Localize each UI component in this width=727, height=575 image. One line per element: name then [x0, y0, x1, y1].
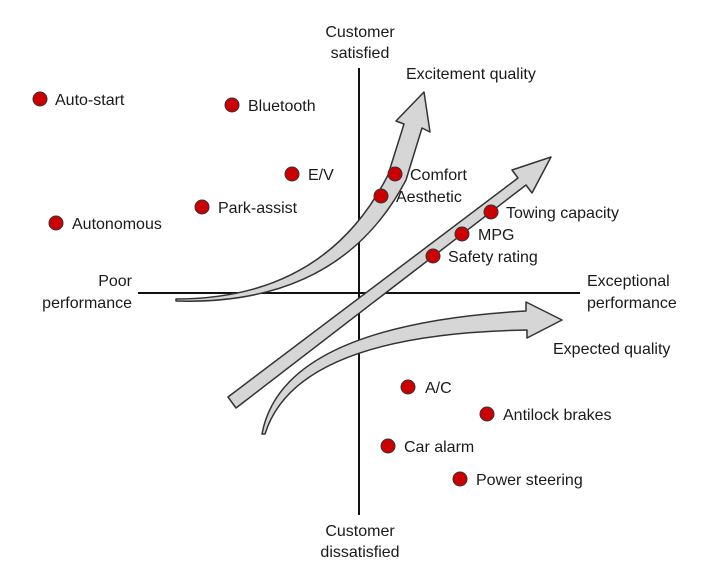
point-marker	[224, 97, 240, 113]
point-label: Autonomous	[72, 216, 162, 233]
point-label: Bluetooth	[248, 98, 316, 115]
axis-left-line2: performance	[42, 295, 132, 312]
axis-bottom-line2: dissatisfied	[320, 544, 399, 561]
point-bluetooth: Bluetooth	[224, 97, 316, 115]
point-comfort: Comfort	[387, 166, 467, 184]
point-label: MPG	[478, 227, 514, 244]
point-marker	[454, 226, 470, 242]
point-label: E/V	[308, 167, 334, 184]
point-marker	[452, 471, 468, 487]
excitement-quality-label: Excitement quality	[406, 66, 536, 83]
point-marker	[48, 215, 64, 231]
point-marker	[380, 438, 396, 454]
expected-quality-label: Expected quality	[553, 341, 670, 358]
point-marker	[373, 188, 389, 204]
point-auto-start: Auto-start	[32, 91, 125, 109]
point-marker	[425, 248, 441, 264]
point-marker	[194, 199, 210, 215]
axis-right-line2: performance	[587, 295, 677, 312]
performance-arrow	[227, 156, 552, 409]
point-safety-rating: Safety rating	[425, 248, 538, 266]
point-label: A/C	[425, 380, 452, 397]
point-marker	[32, 91, 48, 107]
point-marker	[284, 166, 300, 182]
point-autonomous: Autonomous	[48, 215, 162, 233]
point-label: Aesthetic	[396, 189, 462, 206]
point-park-assist: Park-assist	[194, 199, 298, 217]
axis-bottom-line1: Customer	[325, 523, 395, 540]
point-car-alarm: Car alarm	[380, 438, 474, 456]
point-antilock-brakes: Antilock brakes	[479, 406, 612, 424]
axis-right-line1: Exceptional	[587, 273, 670, 290]
point-ac: A/C	[400, 379, 452, 397]
point-towing-capacity: Towing capacity	[483, 204, 619, 222]
point-marker	[400, 379, 416, 395]
point-label: Antilock brakes	[503, 407, 612, 424]
point-ev: E/V	[284, 166, 334, 184]
axis-left-line1: Poor	[98, 273, 132, 290]
point-label: Power steering	[476, 472, 583, 489]
excitement-quality-arrow	[175, 91, 431, 302]
point-power-steering: Power steering	[452, 471, 583, 489]
point-label: Comfort	[410, 167, 467, 184]
point-marker	[483, 204, 499, 220]
point-label: Car alarm	[404, 439, 474, 456]
point-label: Park-assist	[218, 200, 298, 217]
axis-top-line1: Customer	[325, 24, 395, 41]
point-marker	[387, 166, 403, 182]
point-mpg: MPG	[454, 226, 514, 244]
point-label: Auto-start	[55, 92, 125, 109]
point-marker	[479, 406, 495, 422]
expected-quality-arrow	[261, 301, 563, 435]
point-label: Towing capacity	[506, 205, 619, 222]
point-label: Safety rating	[448, 249, 538, 266]
axis-top-line2: satisfied	[331, 45, 390, 62]
point-aesthetic: Aesthetic	[373, 188, 462, 206]
